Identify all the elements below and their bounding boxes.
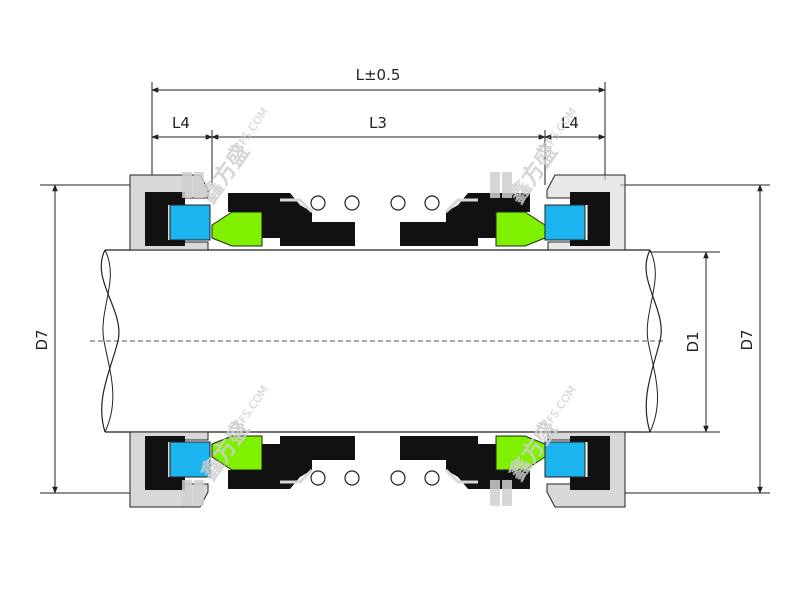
- right-outer-diameter-label: D7: [738, 329, 756, 350]
- middle-length-label: L3: [369, 114, 387, 132]
- shaft-diameter-label: D1: [684, 331, 702, 352]
- left-seal-ring-top: [169, 204, 211, 241]
- right-retainer-bottom: [400, 436, 530, 489]
- left-stationary-body-top: [145, 192, 185, 246]
- left-retainer-bottom: [228, 436, 355, 489]
- right-bellows-top: [495, 211, 546, 247]
- left-end-length-label: L4: [172, 114, 190, 132]
- right-end-length-label: L4: [561, 114, 579, 132]
- shaft: [90, 249, 665, 433]
- dimension-lines: [40, 82, 770, 494]
- left-retainer-top: [228, 193, 355, 246]
- watermark-top-left: 鑫方盛 XFS.COM: [182, 105, 271, 208]
- left-stationary-body-bottom: [145, 436, 185, 490]
- watermark-domain: XFS.COM: [232, 105, 271, 153]
- overall-length-label: L±0.5: [356, 66, 401, 84]
- left-seal-ring-bottom: [169, 441, 211, 478]
- right-stationary-body-bottom: [570, 436, 610, 490]
- right-seal-ring-bottom: [544, 441, 586, 478]
- left-bellows-top: [211, 211, 263, 247]
- left-outer-diameter-label: D7: [33, 329, 51, 350]
- seal-bottom-half: [129, 431, 626, 508]
- right-retainer-top: [400, 193, 530, 246]
